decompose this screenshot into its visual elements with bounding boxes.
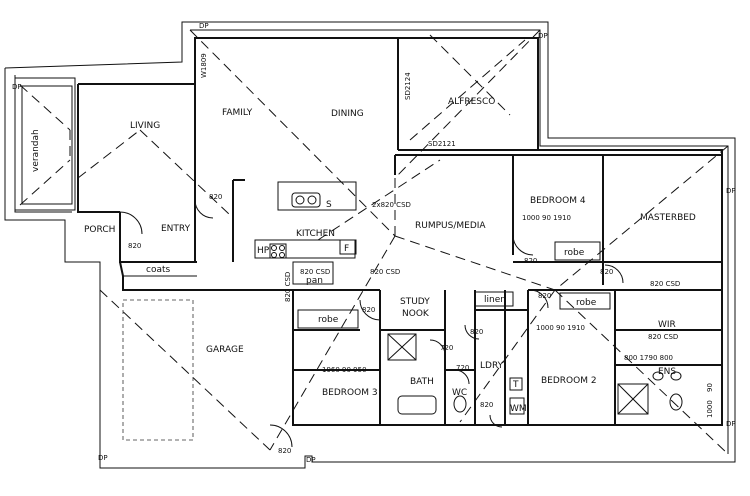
- dim-dp-right: DP: [726, 187, 736, 195]
- dim-820-entry: 820: [128, 242, 141, 250]
- room-label-dining: DINING: [331, 109, 364, 119]
- dim-dp-top-left: DP: [199, 22, 209, 30]
- room-label-masterbed: MASTERBED: [640, 213, 696, 223]
- fixture-label-robe2: robe: [564, 248, 585, 258]
- dim-sd2121: SD2121: [428, 140, 456, 148]
- fixture-label-wm: WM: [510, 404, 527, 414]
- bath-fixtures: [387, 333, 683, 415]
- dim-dp-bottom-left: DP: [98, 454, 108, 462]
- fixture-label-coats: coats: [146, 265, 170, 275]
- dim-dp-top-right: DP: [538, 32, 548, 40]
- room-label-living: LIVING: [130, 121, 160, 131]
- dim-bed4-widths: 1000 90 1910: [522, 214, 571, 222]
- robes: [297, 241, 611, 329]
- dim-820-ldry2: 820: [480, 401, 493, 409]
- room-label-garage: GARAGE: [206, 345, 244, 355]
- dim-bed3-widths: 1960 90 950: [322, 366, 367, 374]
- room-label-nook: NOOK: [402, 309, 430, 319]
- dim-820-master: 820: [600, 268, 613, 276]
- fixture-label-pan: pan: [306, 276, 323, 286]
- room-label-family: FAMILY: [222, 108, 253, 118]
- room-label-wir: WIR: [658, 320, 676, 330]
- dim-ens-widths: 800 1790 800: [624, 354, 673, 362]
- room-label-bedroom3: BEDROOM 3: [322, 388, 378, 398]
- dim-820-garage: 820: [278, 447, 291, 455]
- fixture-label-t: T: [512, 380, 519, 390]
- dim-720-b: 720: [456, 364, 469, 372]
- room-label-bedroom4: BEDROOM 4: [530, 196, 586, 206]
- dim-820-bed4: 820: [524, 257, 537, 265]
- fixture-label-robe1: robe: [318, 315, 339, 325]
- dim-ens-90: 90: [706, 383, 714, 392]
- room-label-ldry: LDRY: [480, 361, 504, 371]
- dim-2x820-csd: 2x820 CSD: [372, 201, 411, 209]
- dim-820-ldry: 820: [470, 328, 483, 336]
- room-label-wc: WC: [452, 388, 467, 398]
- roof-hip-lines: [19, 29, 729, 455]
- dim-820-rumpus: 820 CSD: [370, 268, 400, 276]
- fixture-label-s: S: [326, 200, 332, 210]
- garage-slab: [122, 299, 194, 441]
- roof-outline: [4, 21, 736, 469]
- room-label-verandah: verandah: [31, 129, 41, 172]
- fixture-label-robe3: robe: [576, 298, 597, 308]
- dim-w1809: W1809: [200, 53, 208, 78]
- dim-820-garage-vertical: 820 CSD: [284, 272, 292, 302]
- room-label-ens: ENS: [658, 367, 676, 377]
- dim-720-a: 720: [440, 344, 453, 352]
- kitchen-sink: [291, 192, 321, 208]
- room-label-bath: BATH: [410, 377, 434, 387]
- dim-bed2-widths: 1000 90 1910: [536, 324, 585, 332]
- verandah-area: [14, 77, 76, 211]
- room-label-study: STUDY: [400, 297, 430, 307]
- hotplate: [269, 243, 287, 259]
- dim-820-kitchen: 820 CSD: [300, 268, 330, 276]
- dim-dp-left: DP: [12, 83, 22, 91]
- room-label-entry: ENTRY: [161, 224, 191, 234]
- door-swings: [119, 199, 624, 448]
- dim-sd2124: SD2124: [404, 72, 412, 100]
- dim-820-wir-csd: 820 CSD: [648, 333, 678, 341]
- room-label-porch: PORCH: [84, 225, 115, 235]
- room-label-alfresco: ALFRESCO: [448, 97, 495, 107]
- dim-dp-bottom-right: DP: [726, 420, 736, 428]
- room-label-kitchen: KITCHEN: [296, 229, 335, 239]
- dim-820-study: 820: [362, 306, 375, 314]
- room-label-rumpus: RUMPUS/MEDIA: [415, 221, 486, 231]
- kitchen-benches: [254, 181, 357, 285]
- fixture-label-f: F: [344, 244, 349, 254]
- dim-ens-1000: 1000: [706, 400, 714, 418]
- fixture-label-hp: HP: [257, 246, 270, 256]
- fixture-label-linen: linen: [484, 295, 506, 305]
- dim-820-master-csd: 820 CSD: [650, 280, 680, 288]
- room-label-bedroom2: BEDROOM 2: [541, 376, 597, 386]
- dim-dp-bottom-mid: DP: [306, 456, 316, 464]
- internal-walls: [119, 38, 722, 425]
- dim-820-robe: 820: [538, 292, 551, 300]
- dim-820-family: 820: [209, 193, 222, 201]
